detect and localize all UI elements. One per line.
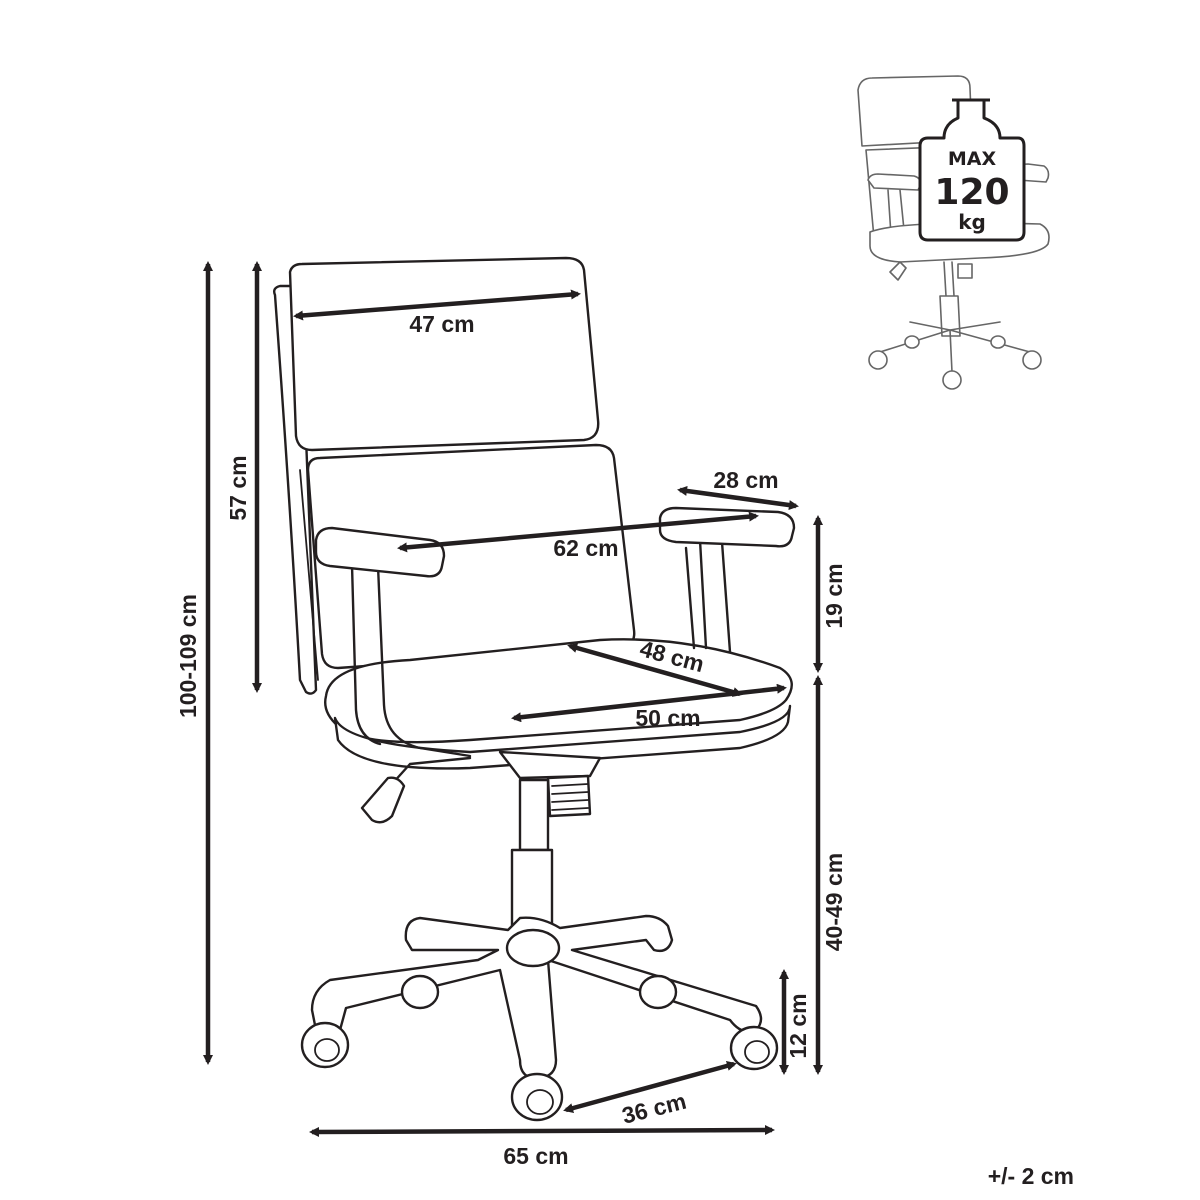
label-arm-height: 19 cm bbox=[821, 563, 847, 628]
tolerance-note: +/- 2 cm bbox=[988, 1163, 1074, 1189]
dim-overall-width-arrow bbox=[397, 511, 759, 553]
max-load-thumbnail: MAX 120 kg bbox=[857, 75, 1050, 390]
caster-back-right bbox=[638, 974, 678, 1010]
label-backrest-width: 47 cm bbox=[409, 311, 474, 337]
label-seat-height: 40-49 cm bbox=[821, 853, 847, 951]
dim-base-width-arrow bbox=[309, 1125, 775, 1137]
left-arm-support bbox=[350, 563, 472, 758]
dim-backrest-width-arrow bbox=[293, 289, 581, 321]
label-armrest-length: 28 cm bbox=[713, 467, 778, 493]
label-seat-width: 50 cm bbox=[635, 705, 700, 731]
seat-mechanism bbox=[498, 750, 602, 780]
gas-cylinder-upper bbox=[518, 778, 550, 852]
dim-armrest-length-arrow bbox=[677, 486, 799, 510]
base-hub bbox=[505, 928, 561, 968]
label-overall-width: 62 cm bbox=[553, 535, 618, 561]
right-arm-support bbox=[684, 538, 732, 654]
caster-back-left bbox=[400, 974, 440, 1010]
caster-right bbox=[729, 1025, 779, 1071]
badge-unit: kg bbox=[958, 210, 986, 234]
label-backrest-height: 57 cm bbox=[225, 455, 251, 520]
star-base bbox=[310, 914, 763, 1080]
dim-leg-length-arrow bbox=[563, 1061, 737, 1113]
label-total-height: 100-109 cm bbox=[175, 594, 201, 718]
badge-value: 120 bbox=[934, 172, 1009, 213]
backrest-upper-cushion bbox=[288, 256, 600, 452]
height-lever bbox=[390, 756, 472, 786]
weight-badge-icon bbox=[918, 98, 1026, 242]
dimension-lines bbox=[203, 261, 823, 1137]
backrest-shell bbox=[272, 284, 318, 695]
dim-seat-width-arrow bbox=[511, 683, 787, 723]
backrest-lower-cushion bbox=[306, 443, 636, 670]
caster-front bbox=[510, 1072, 564, 1122]
badge-max: MAX bbox=[948, 148, 997, 170]
right-armrest bbox=[658, 506, 796, 548]
caster-left bbox=[300, 1021, 350, 1069]
label-base-height: 12 cm bbox=[785, 993, 811, 1058]
label-base-width: 65 cm bbox=[503, 1143, 568, 1169]
